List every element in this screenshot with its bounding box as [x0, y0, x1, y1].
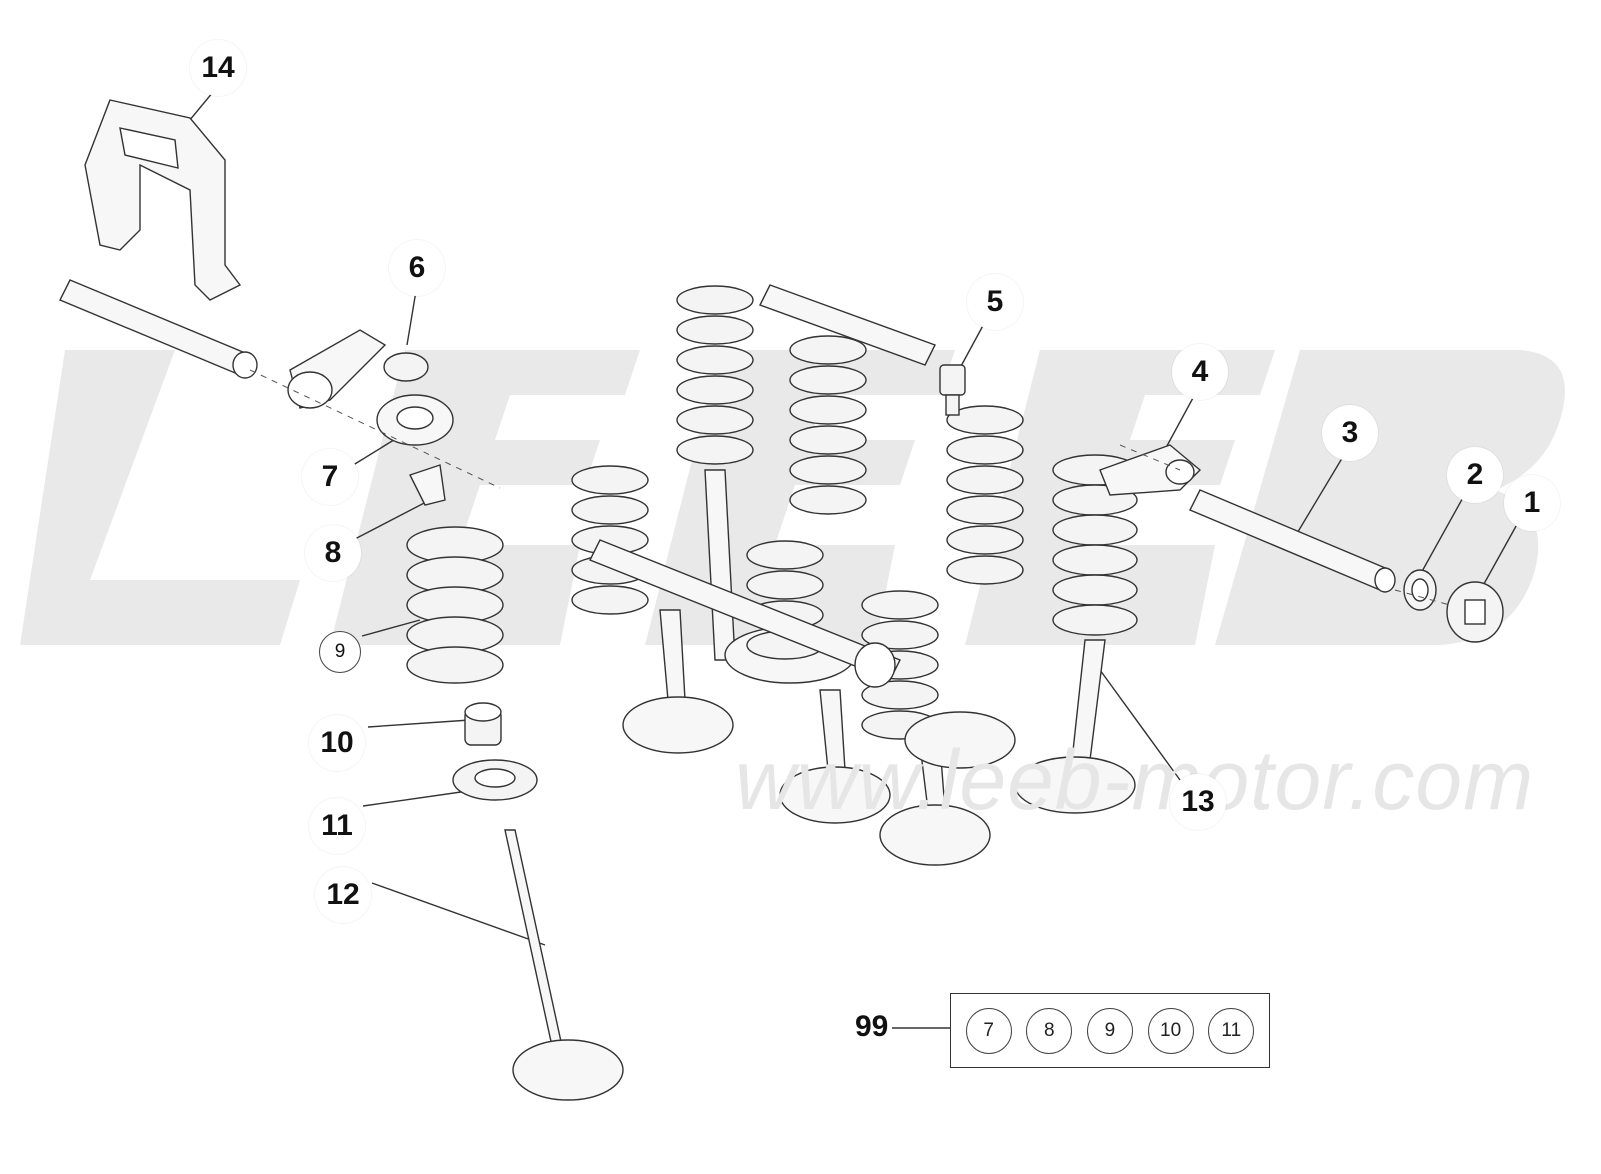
kit-item-7: 7 [965, 1007, 1012, 1054]
part-5-bolt [939, 364, 966, 416]
part-1-plug [1446, 581, 1504, 643]
kit-item-11: 11 [1208, 1007, 1255, 1054]
callout-1: 1 [1504, 475, 1560, 531]
part-8-collet [409, 464, 446, 506]
kit-item-9: 9 [1086, 1007, 1133, 1054]
leader-lines [164, 85, 1526, 1029]
rocker-arm-left [287, 329, 387, 409]
part-6-shim [383, 352, 429, 382]
callout-11: 11 [309, 798, 365, 854]
kit-item-10: 10 [1147, 1007, 1194, 1054]
callout-7: 7 [302, 449, 358, 505]
callout-9: 9 [319, 631, 361, 673]
callout-14: 14 [190, 40, 246, 96]
callout-3: 3 [1322, 405, 1378, 461]
part-4-rocker-arm [1099, 444, 1202, 496]
part-10-valve-seal [464, 702, 502, 746]
valve-assembly-4 [746, 540, 891, 824]
part-2-washer [1403, 569, 1437, 611]
rocker-shaft-left [59, 279, 258, 379]
part-9-valve-spring [406, 526, 504, 684]
assembly-axis-lines [249, 369, 1451, 606]
part-3-rocker-shaft [1189, 489, 1396, 593]
kit-item-8: 8 [1026, 1007, 1073, 1054]
rocker-shafts-center [589, 284, 936, 688]
part-7-retainer [376, 394, 454, 446]
kit-contents-box: 7 8 9 10 11 [950, 993, 1270, 1068]
callout-4: 4 [1172, 344, 1228, 400]
rocker-bracket-part-14 [84, 99, 242, 301]
part-12-valve [504, 829, 624, 1101]
valve-assembly-3 [571, 465, 734, 754]
callout-8: 8 [305, 525, 361, 581]
callout-6: 6 [389, 240, 445, 296]
callout-10: 10 [309, 715, 365, 771]
watermark-url: www.leeb-motor.com [735, 733, 1535, 827]
valve-assembly-6 [904, 405, 1024, 769]
valve-assemblies-center [571, 285, 1138, 866]
callout-13: 13 [1170, 774, 1226, 830]
part-11-spring-seat [452, 759, 538, 801]
callout-5: 5 [967, 274, 1023, 330]
kit-callout-99: 99 [855, 1010, 889, 1043]
callout-12: 12 [315, 867, 371, 923]
callout-2: 2 [1447, 447, 1503, 503]
